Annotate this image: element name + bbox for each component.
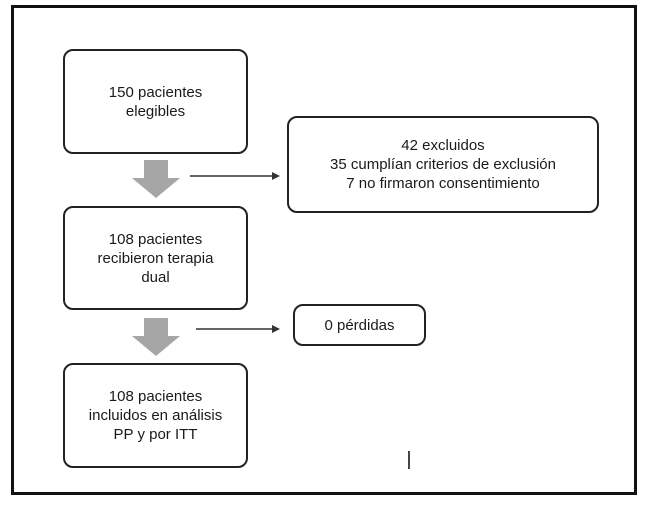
treated-line-2: recibieron terapia	[97, 249, 214, 267]
treated-line-3: dual	[141, 268, 170, 286]
eligible-patients-box: 150 pacientes elegibles	[63, 49, 248, 154]
stray-mark	[408, 451, 410, 469]
excluded-line-2: 35 cumplían criterios de exclusión	[330, 156, 556, 173]
arrow-to-losses	[196, 325, 280, 333]
down-arrow-1	[132, 160, 180, 198]
excluded-line-3: 7 no firmaron consentimiento	[346, 175, 540, 192]
eligible-line-2: elegibles	[125, 102, 186, 120]
excluded-line-1: 42 excluidos	[401, 137, 485, 154]
analyzed-line-1: 108 pacientes	[108, 388, 203, 405]
treated-line-1: 108 pacientes	[108, 230, 203, 248]
treated-patients-box: 108 pacientes recibieron terapia dual	[63, 206, 248, 310]
analyzed-line-3: PP y por ITT	[113, 426, 198, 443]
excluded-box: 42 excluidos 35 cumplían criterios de ex…	[287, 116, 599, 213]
down-arrow-2	[132, 318, 180, 356]
losses-box: 0 pérdidas	[293, 304, 426, 346]
losses-line-1: 0 pérdidas	[324, 316, 395, 334]
analyzed-patients-box: 108 pacientes incluidos en análisis PP y…	[63, 363, 248, 468]
analyzed-line-2: incluidos en análisis	[88, 407, 223, 424]
eligible-line-1: 150 pacientes	[108, 83, 203, 101]
arrow-to-excluded	[190, 172, 280, 180]
